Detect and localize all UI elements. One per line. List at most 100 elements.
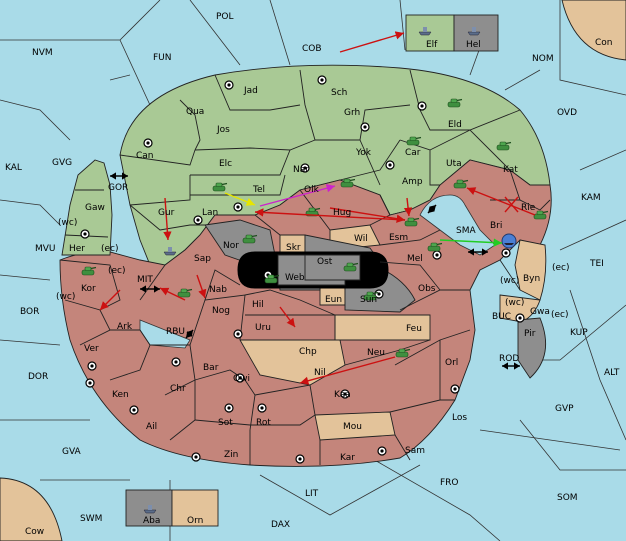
label-tel: Tel: [252, 185, 265, 195]
fleet-icon: [143, 505, 157, 514]
supply-center-icon: [224, 403, 234, 413]
label-byn: Byn: [523, 274, 540, 284]
label-web: Web: [285, 273, 305, 283]
label-bar: Bar: [203, 363, 219, 373]
label-con: Con: [595, 38, 613, 48]
supply-center-icon: [317, 75, 327, 85]
supply-center-icon: [432, 250, 442, 260]
label-grh: Grh: [344, 108, 360, 118]
supply-center-icon: [257, 403, 267, 413]
supply-center-icon: [171, 357, 181, 367]
label-nar: Nar: [293, 165, 309, 175]
label-her: Her: [69, 244, 85, 254]
label-bri: Bri: [490, 221, 502, 231]
fleet-icon: [467, 27, 481, 36]
label-sap: Sap: [194, 254, 211, 264]
label-car: Car: [405, 148, 421, 158]
label-qua: Qua: [186, 107, 204, 117]
supply-center-icon: [233, 329, 243, 339]
label-los: Los: [452, 413, 467, 423]
label-amp: Amp: [402, 177, 423, 187]
label-sun: Sun: [360, 295, 377, 305]
label-nor: Nor: [223, 241, 239, 251]
label-eun: Eun: [325, 295, 342, 305]
sea-gor: GOR: [108, 183, 128, 193]
coast-tag: (wc): [505, 298, 524, 308]
label-elc: Elc: [219, 159, 232, 169]
special-land-labels: Wil Byn Gwa Skr Eun Feu Chp Mou Nor Ost …: [223, 234, 550, 432]
land-byn[interactable]: [514, 239, 547, 301]
label-hel: Hel: [466, 40, 481, 50]
box-orn[interactable]: [171, 489, 219, 527]
label-kor: Kor: [81, 284, 96, 294]
label-feu: Feu: [406, 324, 422, 334]
sea-fun: FUN: [153, 53, 172, 63]
sea-ovd: OVD: [557, 108, 577, 118]
label-ost: Ost: [317, 257, 333, 267]
label-cow: Cow: [25, 527, 44, 537]
supply-centers: [80, 75, 525, 464]
label-orn: Orn: [187, 516, 203, 526]
label-qwi: Qwi: [233, 374, 250, 384]
label-hil: Hil: [252, 300, 264, 310]
label-kat: Kat: [503, 165, 518, 175]
coast-tag: (wc): [500, 276, 519, 286]
supply-center-icon: [129, 405, 139, 415]
swap-arrow-icon: [110, 172, 520, 370]
label-yok: Yok: [355, 148, 372, 158]
label-kar: Kar: [340, 453, 355, 463]
supply-center-icon: [191, 452, 201, 462]
label-eld: Eld: [448, 120, 462, 130]
sea-fro: FRO: [440, 478, 459, 488]
label-obs: Obs: [418, 284, 436, 294]
sea-tei: TEI: [589, 259, 604, 269]
label-chp: Chp: [299, 347, 317, 357]
supply-center-icon: [87, 361, 97, 371]
red-land-labels: Olk Hug Rie Bri Mel Obs Kor Ark Nab Nog …: [81, 185, 536, 463]
sea-labels: POL COB NVM FUN NOM OVD KAL GVG KAM MVU …: [5, 12, 620, 530]
supply-center-icon: [340, 389, 350, 399]
label-esm: Esm: [389, 233, 408, 243]
label-uta: Uta: [446, 159, 462, 169]
label-lan: Lan: [202, 208, 218, 218]
label-nil: Nil: [314, 368, 326, 378]
label-rot: Rot: [256, 418, 271, 428]
label-nog: Nog: [212, 306, 230, 316]
label-rie: Rie: [521, 203, 536, 213]
label-sot: Sot: [218, 418, 233, 428]
sea-bor: BOR: [20, 307, 39, 317]
land-pir[interactable]: [517, 317, 547, 379]
supply-center-icon: [235, 373, 245, 383]
label-wil: Wil: [354, 234, 368, 244]
label-aba: Aba: [143, 516, 160, 526]
supply-center-icon: [224, 80, 234, 90]
sea-rbu: RBU: [166, 327, 185, 337]
label-pir: Pir: [524, 329, 536, 339]
green-land-labels: Jad Sch Qua Jos Grh Eld Can Elc Yok Car …: [69, 86, 518, 264]
supply-center-icon: [374, 289, 384, 299]
region-south: [59, 159, 552, 467]
label-elf: Elf: [426, 40, 438, 50]
label-orl: Orl: [445, 358, 458, 368]
label-ark: Ark: [117, 322, 133, 332]
fleet-icon: [163, 247, 177, 256]
label-neu: Neu: [367, 348, 385, 358]
label-hug: Hug: [333, 208, 351, 218]
supply-center-icon: [85, 378, 95, 388]
supply-center-icon: [515, 313, 525, 323]
label-nab: Nab: [209, 285, 227, 295]
supply-center-icon: [300, 163, 310, 173]
fleet-icon: [501, 233, 517, 249]
supply-center-icon: [385, 160, 395, 170]
sea-kup: KUP: [570, 328, 588, 338]
label-gwa: Gwa: [530, 307, 550, 317]
sea-kam: KAM: [581, 193, 601, 203]
coast-tag: (wc): [58, 218, 77, 228]
sea-mvu: MVU: [35, 244, 56, 254]
label-mel: Mel: [407, 254, 423, 264]
supply-center-icon: [143, 138, 153, 148]
supply-center-icon: [193, 215, 203, 225]
sea-sma: SMA: [456, 226, 476, 236]
